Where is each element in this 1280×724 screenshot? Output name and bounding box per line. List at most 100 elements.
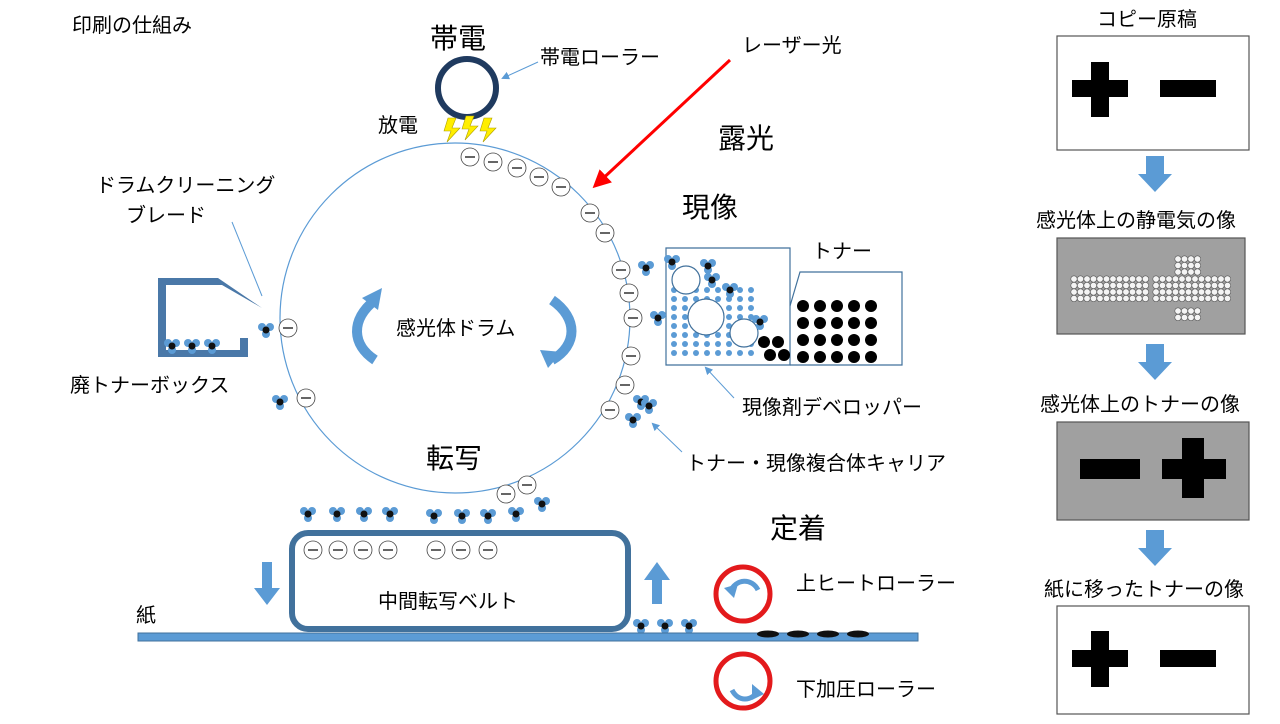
toner-particle — [831, 300, 843, 312]
static-charge-bead — [1116, 288, 1124, 296]
static-charge-bead — [1204, 281, 1212, 289]
static-charge-bead — [1083, 281, 1091, 289]
static-charge-bead — [1159, 281, 1167, 289]
static-charge-bead — [1174, 307, 1182, 315]
upper-heat-roller — [713, 564, 773, 624]
negative-charge-icon — [328, 540, 348, 560]
developer-particle — [726, 350, 732, 356]
static-charge-bead — [1165, 281, 1173, 289]
toner-particle — [772, 336, 784, 348]
negative-charge-icon — [507, 158, 527, 178]
developer-particle — [682, 323, 688, 329]
toner-particle — [797, 317, 809, 329]
belt-label: 中間転写ベルト — [378, 589, 518, 613]
static-charge-bead — [1090, 288, 1098, 296]
fused-toner-marks — [757, 630, 869, 638]
static-charge-bead — [1191, 275, 1199, 283]
static-charge-bead — [1187, 261, 1195, 269]
static-charge-bead — [1198, 281, 1206, 289]
static-charge-bead — [1070, 294, 1078, 302]
drum-charge-group — [278, 147, 643, 504]
rotation-arrow-left-icon — [352, 296, 379, 365]
negative-charge-icon — [451, 540, 471, 560]
static-charge-bead — [1172, 294, 1180, 302]
static-charge-bead — [1191, 281, 1199, 289]
toner-particle — [865, 300, 877, 312]
toner-particle — [848, 300, 860, 312]
toner-carrier-cluster-icon — [258, 323, 274, 338]
toner-particle — [831, 317, 843, 329]
negative-charge-icon — [296, 388, 316, 408]
belt-charge-group — [303, 540, 498, 560]
toner-particle — [814, 334, 826, 346]
laser-label: レーザー光 — [742, 33, 842, 57]
toner-carrier-cluster-icon — [657, 619, 673, 634]
static-charge-bead — [1103, 281, 1111, 289]
negative-charge-icon — [303, 540, 323, 560]
static-charge-bead — [1178, 281, 1186, 289]
static-charge-bead — [1187, 307, 1195, 315]
static-charge-bead — [1174, 313, 1182, 321]
static-charge-bead — [1109, 294, 1117, 302]
static-charge-bead — [1103, 275, 1111, 283]
toner-carrier-cluster-icon — [300, 507, 316, 522]
toner-carrier-cluster-icon — [633, 619, 649, 634]
static-charge-bead — [1109, 275, 1117, 283]
toner-particle — [778, 349, 790, 361]
negative-charge-icon — [478, 540, 498, 560]
negative-charge-icon — [611, 260, 631, 280]
toner-particle — [865, 351, 877, 363]
developer-particle — [715, 350, 721, 356]
developer-particle — [704, 287, 710, 293]
toner-particle — [764, 349, 776, 361]
static-charge-bead — [1083, 294, 1091, 302]
toner-cluster-group — [164, 255, 768, 634]
toner-particle — [865, 334, 877, 346]
step-arrow-1-icon — [1138, 156, 1172, 192]
static-charge-bead — [1096, 294, 1104, 302]
static-caption: 感光体上の静電気の像 — [1036, 208, 1236, 232]
static-charge-bead — [1142, 288, 1150, 296]
toner-unit — [789, 271, 903, 366]
static-charge-bead — [1174, 261, 1182, 269]
developer-particle — [671, 350, 677, 356]
static-charge-bead — [1165, 294, 1173, 302]
stage-charging: 帯電 — [430, 22, 486, 55]
charge-roller-label: 帯電ローラー — [540, 45, 660, 69]
static-charge-bead — [1135, 288, 1143, 296]
toner-carrier-cluster-icon — [204, 339, 220, 354]
charge-roller — [435, 56, 499, 120]
developer-particle — [737, 305, 743, 311]
toner-carrier-cluster-icon — [625, 413, 641, 428]
cleaning-blade-pointer — [231, 221, 263, 297]
developer-particle — [737, 350, 743, 356]
static-charge-bead — [1070, 288, 1078, 296]
lower-roller-arrowhead-icon — [752, 684, 764, 700]
negative-charge-icon — [426, 540, 446, 560]
developer-particle — [671, 341, 677, 347]
static-charge-bead — [1129, 288, 1137, 296]
belt-up-arrow-icon — [644, 562, 670, 604]
negative-charge-icon — [600, 400, 620, 420]
original-plus-minus-icon — [1072, 62, 1216, 117]
toner-particle — [797, 334, 809, 346]
toner-carrier-cluster-icon — [752, 315, 768, 330]
negative-charge-icon — [517, 475, 537, 495]
static-charge-bead — [1172, 288, 1180, 296]
static-charge-bead — [1109, 288, 1117, 296]
paper-label: 紙 — [136, 603, 156, 627]
toner-particle — [814, 317, 826, 329]
toner-carrier-cluster-icon — [681, 619, 697, 634]
toner-particle — [848, 317, 860, 329]
toner-carrier-cluster-icon — [650, 311, 666, 326]
developer-particle — [726, 305, 732, 311]
toner-carrier-cluster-icon — [508, 507, 524, 522]
static-charge-bead — [1211, 294, 1219, 302]
negative-charge-icon — [621, 346, 641, 366]
static-charge-bead — [1129, 281, 1137, 289]
static-charge-bead — [1070, 281, 1078, 289]
static-charge-bead — [1211, 281, 1219, 289]
negative-charge-icon — [580, 203, 600, 223]
toner-particle — [865, 317, 877, 329]
toner-particle — [797, 300, 809, 312]
